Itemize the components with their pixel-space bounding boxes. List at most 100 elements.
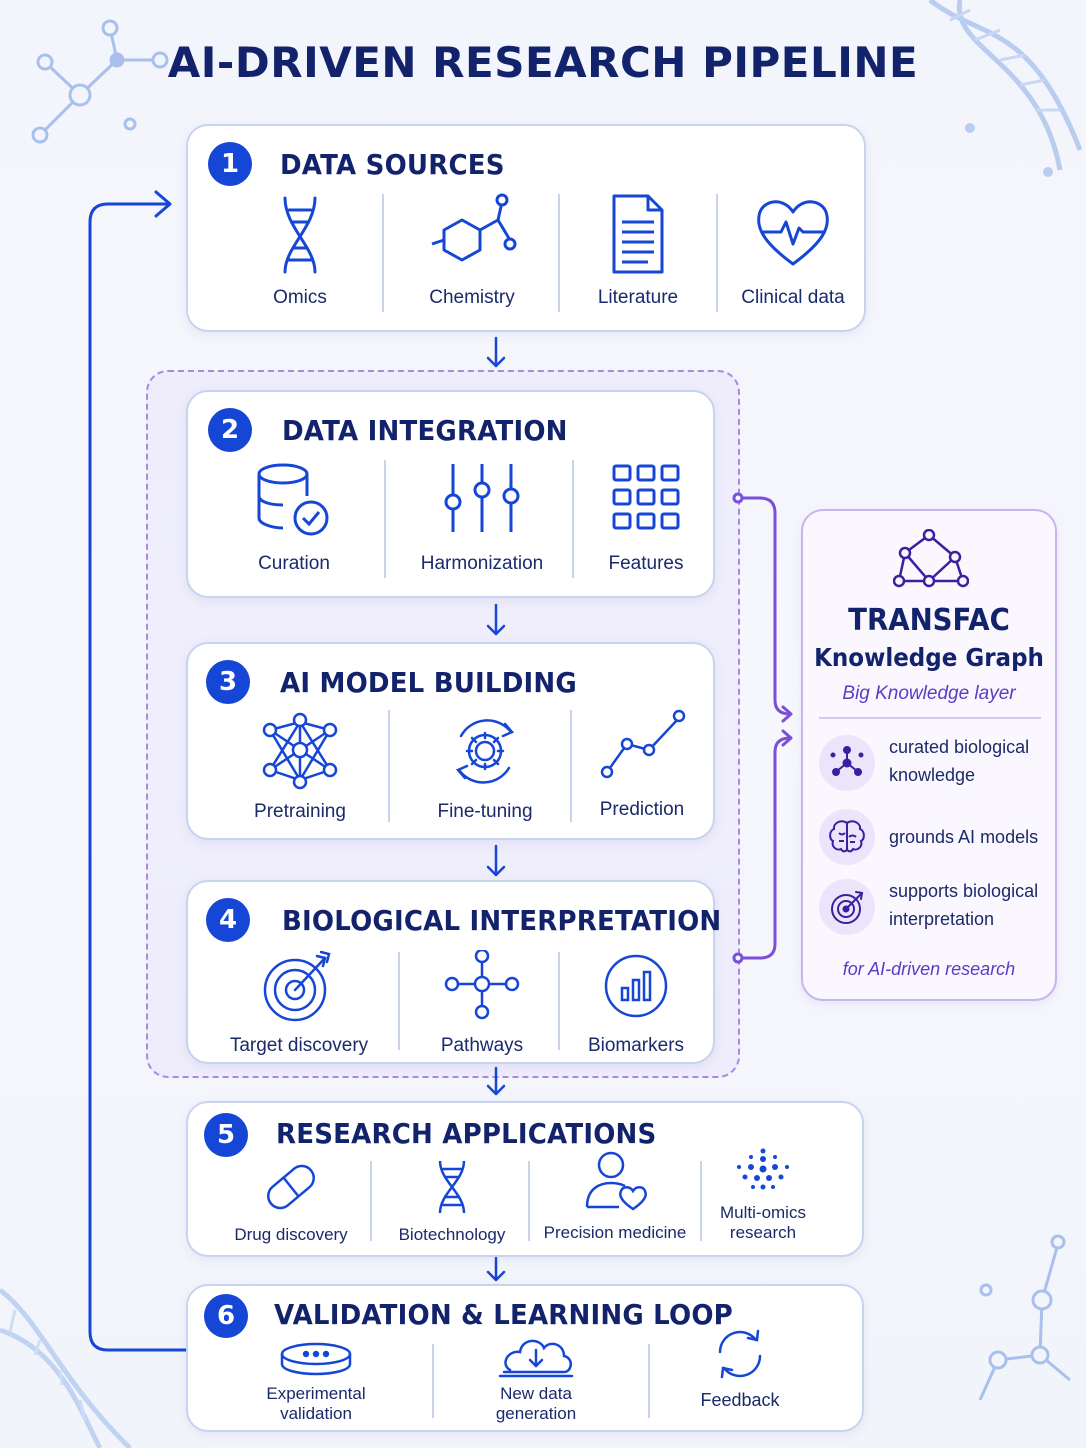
gear-cycle-icon bbox=[455, 719, 515, 784]
feedback-loop-arrow bbox=[88, 190, 188, 1352]
page-title: AI-DRIVEN RESEARCH PIPELINE bbox=[167, 38, 919, 87]
item-harmonization: Harmonization bbox=[404, 460, 560, 575]
item-label: Curation bbox=[258, 553, 330, 574]
kg-title-line1: TRANSFAC bbox=[848, 603, 1010, 638]
stage-heading: VALIDATION & LEARNING LOOP bbox=[274, 1298, 733, 1331]
database-check-icon bbox=[257, 463, 329, 536]
item-label: Prediction bbox=[599, 799, 685, 820]
item-label: Target discovery bbox=[229, 1035, 369, 1056]
divider bbox=[382, 194, 384, 312]
item-precision-medicine: Precision medicine bbox=[540, 1149, 690, 1243]
divider bbox=[716, 194, 718, 312]
kg-feature-text: supports biological interpretation bbox=[889, 881, 1039, 929]
bar-chart-icon bbox=[604, 954, 668, 1018]
item-label: New data generation bbox=[495, 1384, 577, 1423]
kg-feature-text: curated biological knowledge bbox=[889, 737, 1030, 785]
refresh-icon bbox=[718, 1329, 762, 1379]
brain-icon bbox=[829, 820, 865, 853]
item-label: Pretraining bbox=[254, 801, 346, 822]
item-label: Harmonization bbox=[420, 553, 544, 574]
sliders-icon bbox=[444, 464, 520, 532]
stage-number: 1 bbox=[208, 142, 252, 186]
molecule-decoration bbox=[978, 1234, 1071, 1401]
knowledge-connector bbox=[732, 492, 793, 964]
item-fine-tuning: Fine-tuning bbox=[410, 712, 560, 823]
divider bbox=[370, 1161, 372, 1241]
stage-biological-interpretation: 4 BIOLOGICAL INTERPRETATION Target disco… bbox=[186, 880, 721, 1064]
item-clinical-data: Clinical data bbox=[728, 192, 858, 309]
divider bbox=[558, 194, 560, 312]
item-prediction: Prediction bbox=[582, 708, 702, 821]
item-label: Omics bbox=[273, 287, 327, 308]
stage-number: 6 bbox=[204, 1294, 248, 1338]
kg-feature-row: supports biological interpretation bbox=[819, 877, 1049, 939]
pathway-icon bbox=[444, 950, 520, 1020]
item-omics: Omics bbox=[240, 192, 360, 309]
trend-line-icon bbox=[600, 709, 686, 779]
dna-icon bbox=[283, 196, 317, 274]
kg-feature-row: grounds AI models bbox=[819, 809, 1049, 871]
kg-title-line2: Knowledge Graph bbox=[814, 643, 1044, 672]
divider bbox=[558, 952, 560, 1050]
graph-network-icon bbox=[893, 529, 969, 588]
network-nodes-icon bbox=[830, 746, 864, 776]
kg-feature-icon-badge bbox=[819, 809, 875, 865]
item-biomarkers: Biomarkers bbox=[576, 950, 696, 1057]
item-label: Chemistry bbox=[429, 287, 515, 308]
item-label: Pathways bbox=[440, 1035, 524, 1056]
stage-number: 4 bbox=[206, 898, 250, 942]
stage-heading: DATA INTEGRATION bbox=[282, 414, 568, 447]
kg-subtitle: Big Knowledge layer bbox=[842, 683, 1016, 704]
stage-number: 3 bbox=[206, 660, 250, 704]
stage-heading: RESEARCH APPLICATIONS bbox=[276, 1117, 657, 1150]
divider bbox=[388, 710, 390, 822]
dna-decoration bbox=[0, 1288, 132, 1448]
item-label: Biotechnology bbox=[398, 1225, 506, 1244]
pill-icon bbox=[267, 1164, 315, 1210]
item-label: Clinical data bbox=[741, 287, 845, 308]
item-label: Multi-omics research bbox=[720, 1203, 806, 1242]
item-label: Precision medicine bbox=[543, 1223, 687, 1242]
stage-data-integration: 2 DATA INTEGRATION Curation Harmonizatio… bbox=[186, 390, 715, 598]
item-label: Fine-tuning bbox=[437, 801, 533, 822]
item-label: Features bbox=[608, 553, 684, 574]
divider bbox=[432, 1344, 434, 1418]
item-new-data-generation: New data generation bbox=[478, 1336, 594, 1424]
document-icon bbox=[612, 194, 664, 274]
kg-feature-icon-badge bbox=[819, 879, 875, 935]
item-feedback: Feedback bbox=[680, 1326, 800, 1410]
kg-feature-icon-badge bbox=[819, 735, 875, 791]
stage-research-applications: 5 RESEARCH APPLICATIONS Drug discovery B… bbox=[186, 1101, 864, 1257]
stage-heading: AI MODEL BUILDING bbox=[280, 666, 577, 699]
item-label: Literature bbox=[597, 287, 679, 308]
cloud-download-icon bbox=[498, 1339, 574, 1378]
item-target-discovery: Target discovery bbox=[224, 950, 374, 1057]
item-label: Biomarkers bbox=[587, 1035, 685, 1056]
dna-icon bbox=[438, 1160, 466, 1214]
divider bbox=[700, 1161, 702, 1241]
item-curation: Curation bbox=[234, 460, 354, 575]
item-literature: Literature bbox=[572, 192, 704, 309]
target-icon bbox=[263, 950, 331, 1022]
divider bbox=[570, 710, 572, 822]
person-heart-icon bbox=[585, 1151, 647, 1211]
stage-heading: DATA SOURCES bbox=[280, 148, 505, 181]
kg-footer: for AI-driven research bbox=[842, 959, 1016, 979]
molecule-decoration bbox=[31, 19, 169, 144]
knowledge-graph-panel: TRANSFAC Knowledge Graph Big Knowledge l… bbox=[801, 509, 1057, 1001]
divider bbox=[572, 460, 574, 578]
item-pretraining: Pretraining bbox=[240, 712, 360, 823]
molecule-icon bbox=[431, 193, 517, 262]
item-drug-discovery: Drug discovery bbox=[226, 1157, 356, 1245]
dna-decoration bbox=[928, 0, 1083, 177]
stage-number: 2 bbox=[208, 408, 252, 452]
item-label: Drug discovery bbox=[234, 1225, 348, 1244]
petri-dish-icon bbox=[280, 1342, 352, 1376]
stage-validation-learning-loop: 6 VALIDATION & LEARNING LOOP Experimenta… bbox=[186, 1284, 864, 1432]
stage-data-sources: 1 DATA SOURCES Omics Chemistry Literatur… bbox=[186, 124, 866, 332]
item-label: Feedback bbox=[700, 1390, 780, 1410]
kg-feature-row: curated biological knowledge bbox=[819, 733, 1049, 795]
grid-icon bbox=[612, 464, 680, 530]
item-biotechnology: Biotechnology bbox=[384, 1157, 520, 1245]
